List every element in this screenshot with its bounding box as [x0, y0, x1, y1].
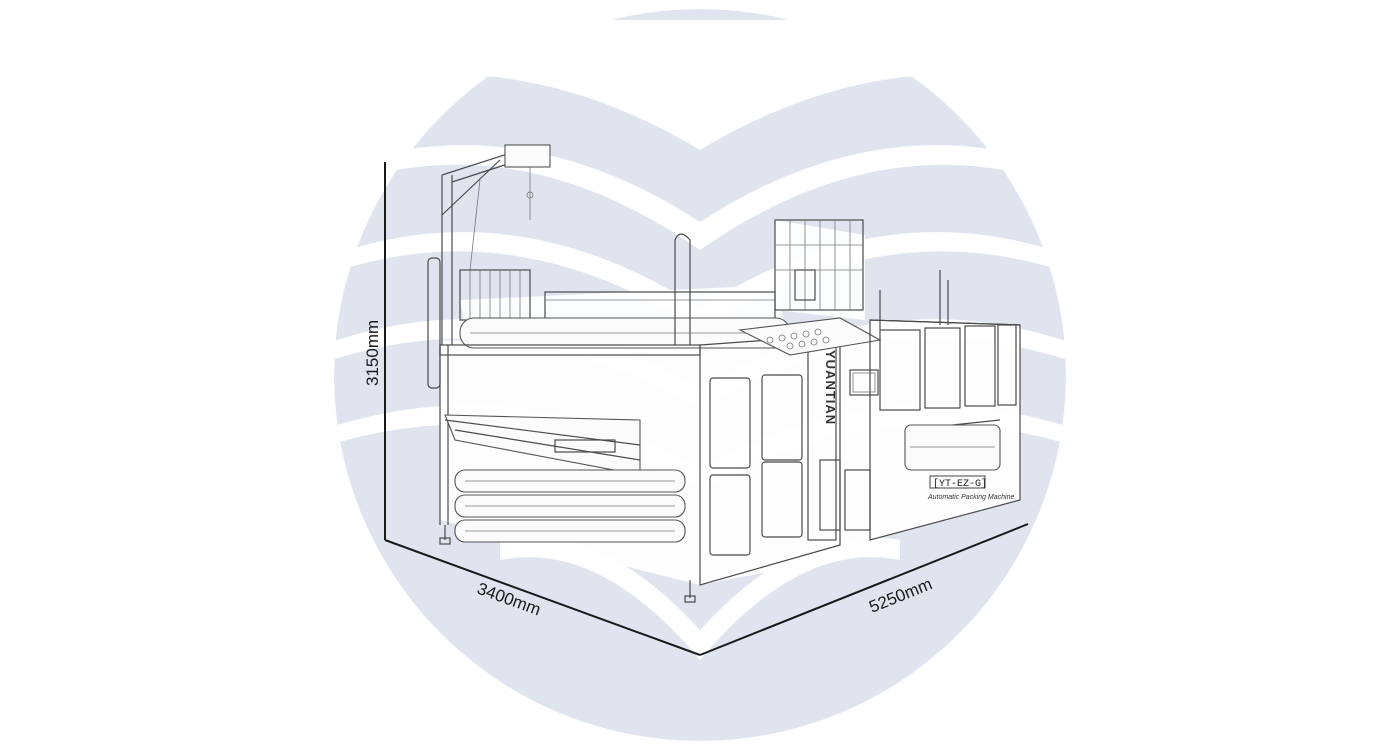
height-dimension-label: 3150mm [363, 320, 382, 386]
dimension-lines [384, 162, 1029, 656]
machine-brand-text: YUANTIAN [823, 350, 838, 425]
packing-machine-illustration: YUANTIAN [427, 144, 1021, 603]
machine-plate-model: [YT-EZ-G] [933, 478, 987, 490]
machine-plate-subtitle: Automatic Packing Machine [927, 494, 1014, 501]
depth-dimension-line [384, 539, 701, 656]
width-dimension-line [699, 523, 1029, 656]
